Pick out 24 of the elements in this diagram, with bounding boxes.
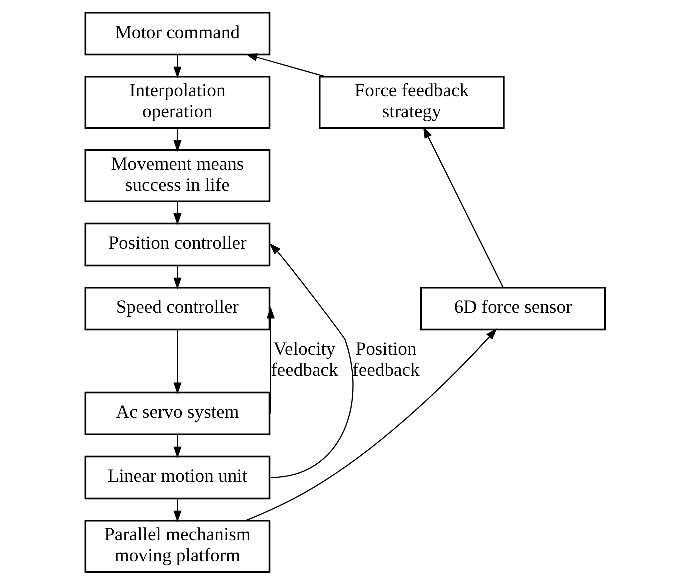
node-box: Force feedback strategy [319,76,505,130]
arrow [246,328,498,522]
node-box: Ac servo system [84,392,271,436]
arrow [174,330,182,394]
arrow [174,202,182,226]
arrow [174,498,182,522]
arrow [270,243,354,478]
edge-label: Position feedback [352,339,420,382]
arrow [174,266,182,290]
node-box: Motor command [84,12,271,56]
arrow [174,54,182,79]
arrow [266,307,276,414]
node-box: Speed controller [84,286,271,331]
node-box: Position controller [84,222,271,267]
node-box: Parallel mechanism moving platform [84,520,271,574]
arrow [174,434,182,459]
node-box: Interpolation operation [84,76,271,130]
arrow [423,126,504,288]
arrow [246,54,326,78]
arrow [174,128,182,152]
node-box: Linear motion unit [84,456,271,500]
node-box: Movement means success in life [84,149,271,202]
edge-label: Velocity feedback [271,339,338,382]
node-box: 6D force sensor [420,286,606,331]
